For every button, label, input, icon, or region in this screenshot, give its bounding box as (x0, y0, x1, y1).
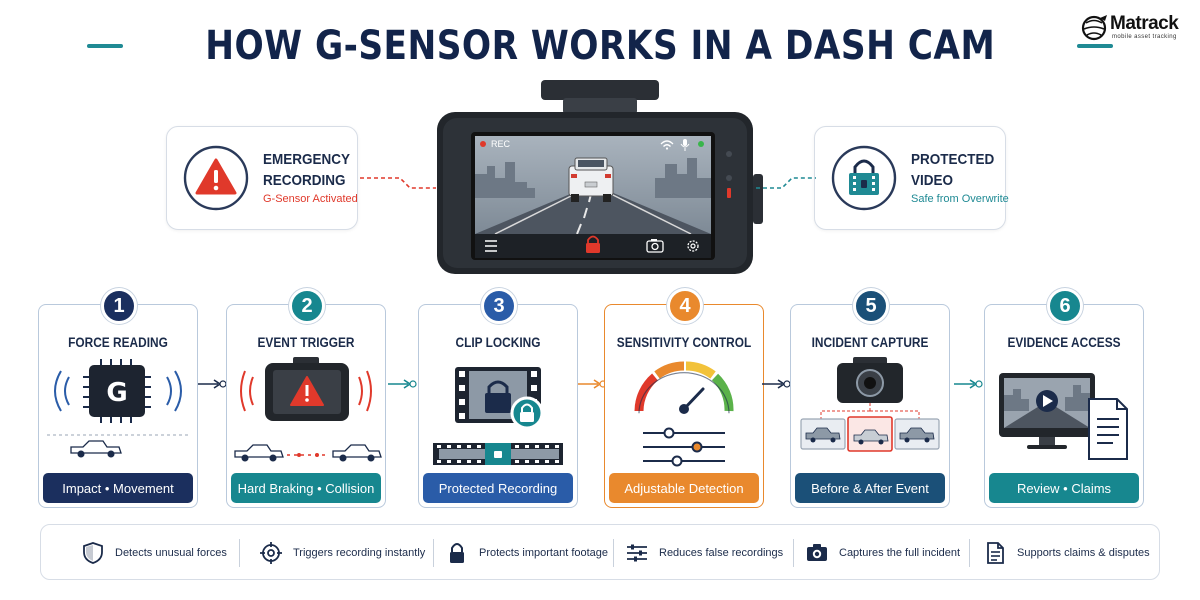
feature-text-3: Protects important footage (479, 547, 609, 559)
feature-text-6: Supports claims & disputes (1017, 547, 1150, 559)
svg-text:G: G (106, 378, 127, 408)
step-title-5: INCIDENT CAPTURE (811, 335, 929, 350)
g-sensor-chip-icon: G (47, 359, 189, 458)
title-dash-left (86, 44, 123, 48)
emergency-subtitle: G-Sensor Activated (263, 193, 358, 205)
protected-video-card: PROTECTED VIDEO Safe from Overwrite (814, 126, 1009, 230)
step-card-3: 3 CLIP LOCKING Protected Recording (418, 288, 578, 508)
emergency-title: EMERGENCY RECORDING (263, 151, 350, 189)
camera-icon (807, 544, 827, 561)
monitor-document-icon (999, 373, 1128, 460)
status-dot (698, 141, 704, 147)
step-title-1: FORCE READING (68, 335, 168, 350)
matrack-logo: Matrack mobile asset tracking (1080, 12, 1192, 44)
lock-icon (586, 235, 600, 253)
title-bar: HOW G-SENSOR WORKS IN A DASH CAM (0, 18, 1200, 74)
rec-label: REC (491, 139, 511, 149)
feature-divider (239, 539, 240, 567)
step-badge-3: Protected Recording (423, 473, 573, 503)
dash-cam-device: REC (437, 80, 763, 274)
step-card-5: 5 INCIDENT CAPTURE Before & After Event (790, 288, 950, 508)
feature-4: Reduces false recordings (625, 525, 783, 581)
step-card-4: 4 SENSITIVITY CONTROL Adjustable Detecti… (604, 288, 764, 508)
step-card-6: 6 EVIDENCE ACCESS Review • Claims (984, 288, 1144, 508)
logo-name: Matrack (1110, 13, 1179, 34)
feature-1: Detects unusual forces (81, 525, 227, 581)
feature-divider (793, 539, 794, 567)
connector-4-5 (762, 379, 791, 389)
sliders-icon (627, 544, 647, 562)
emergency-recording-card: EMERGENCY RECORDING G-Sensor Activated (166, 126, 358, 230)
logo-tagline: mobile asset tracking (1112, 34, 1177, 40)
feature-divider (969, 539, 970, 567)
feature-divider (433, 539, 434, 567)
step-card-2: 2 EVENT TRIGGER Hard Braking • Coll (226, 288, 386, 508)
step-number-6: 6 (1047, 288, 1083, 324)
step-card-1: 1 FORCE READING G Impact • Movement (38, 288, 198, 508)
alert-dashcam-icon (234, 357, 382, 462)
camera-icon (646, 239, 664, 253)
wifi-icon (660, 140, 674, 150)
locked-film-icon (831, 145, 897, 211)
step-title-2: EVENT TRIGGER (257, 335, 355, 350)
step-title-3: CLIP LOCKING (455, 335, 541, 350)
feature-3: Protects important footage (445, 525, 608, 581)
step-badge-1: Impact • Movement (43, 473, 193, 503)
step-badge-2: Hard Braking • Collision (231, 473, 381, 503)
feature-text-5: Captures the full incident (839, 547, 961, 559)
page-title: HOW G-SENSOR WORKS IN A DASH CAM (205, 23, 995, 69)
document-icon (987, 542, 1004, 564)
target-icon (260, 542, 282, 564)
feature-5: Captures the full incident (805, 525, 960, 581)
gauge-icon (634, 361, 734, 467)
locked-clip-icon (433, 367, 563, 465)
features-bar: Detects unusual forces Triggers recordin… (40, 524, 1160, 580)
step-badge-4: Adjustable Detection (609, 473, 759, 503)
feature-text-2: Triggers recording instantly (293, 547, 426, 559)
mic-icon (680, 139, 690, 151)
emergency-connector (360, 177, 436, 189)
gear-icon (687, 240, 699, 252)
feature-text-4: Reduces false recordings (659, 547, 784, 559)
warning-icon (183, 145, 249, 211)
connector-2-3 (388, 379, 417, 389)
feature-divider (613, 539, 614, 567)
feature-text-1: Detects unusual forces (115, 547, 227, 559)
step-number-3: 3 (481, 288, 517, 324)
padlock-icon (450, 543, 464, 563)
globe-logo-icon (1081, 15, 1107, 41)
protected-connector (756, 177, 816, 189)
connector-1-2 (198, 379, 227, 389)
step-number-4: 4 (667, 288, 703, 324)
step-number-2: 2 (289, 288, 325, 324)
feature-6: Supports claims & disputes (983, 525, 1150, 581)
step-number-5: 5 (853, 288, 889, 324)
protected-title: PROTECTED VIDEO (911, 151, 995, 189)
step-badge-6: Review • Claims (989, 473, 1139, 503)
protected-subtitle: Safe from Overwrite (911, 193, 1009, 205)
feature-2: Triggers recording instantly (259, 525, 425, 581)
step-title-4: SENSITIVITY CONTROL (616, 335, 752, 350)
connector-5-6 (954, 379, 983, 389)
title-dash-right (1077, 44, 1114, 48)
shield-icon (83, 542, 103, 564)
menu-icon (485, 240, 497, 252)
step-badge-5: Before & After Event (795, 473, 945, 503)
step-number-1: 1 (101, 288, 137, 324)
step-title-6: EVIDENCE ACCESS (1007, 335, 1121, 350)
incident-camera-icon (800, 357, 940, 452)
